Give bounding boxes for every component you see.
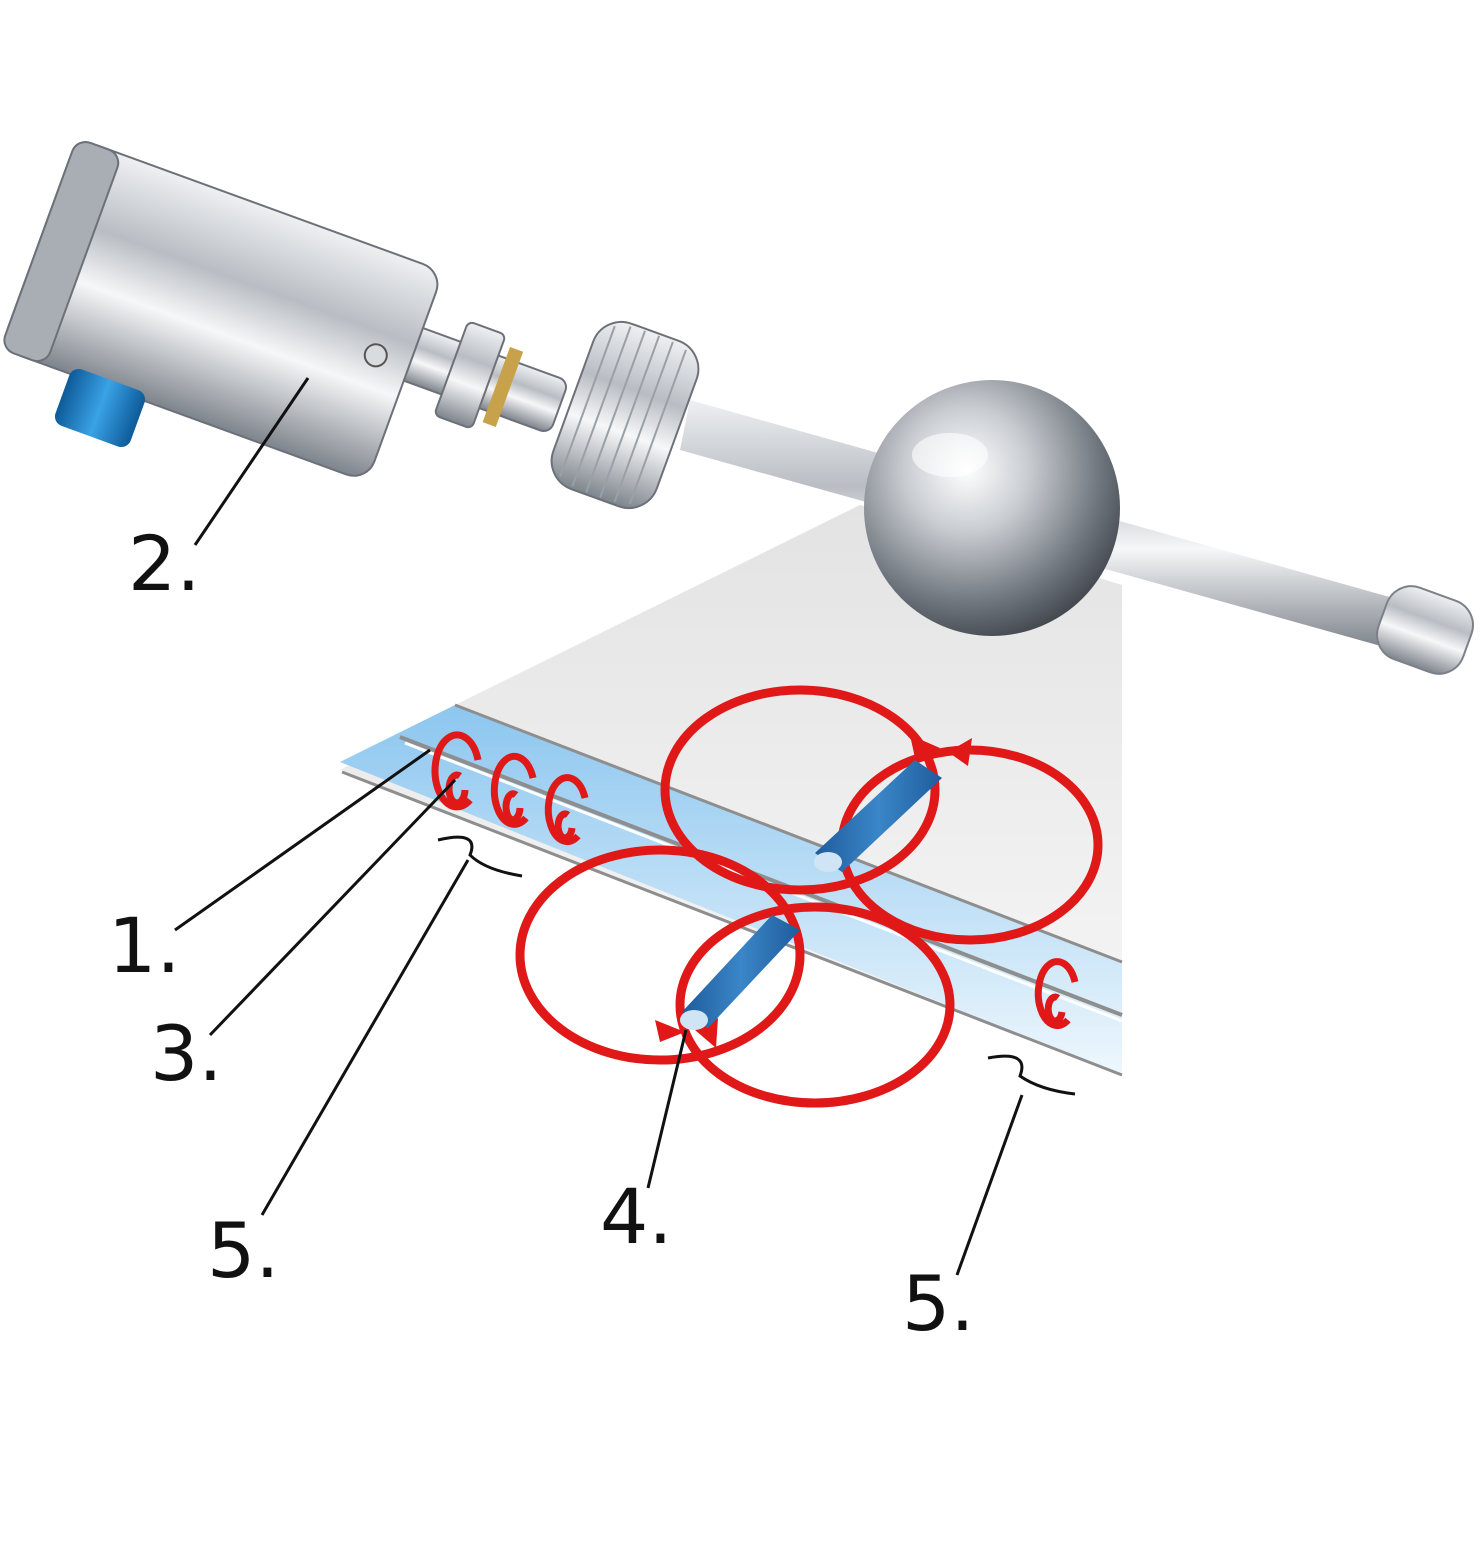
label-magnet: 4. bbox=[600, 1172, 673, 1261]
torsion-pulse-icons bbox=[431, 731, 1079, 1030]
field-arrowheads bbox=[655, 735, 972, 1048]
compression-fitting bbox=[372, 318, 568, 432]
leader-lines bbox=[174, 377, 1076, 1276]
circular-arrow-icon bbox=[431, 731, 482, 811]
circular-arrow-icon bbox=[1034, 958, 1079, 1030]
label-damping-zone-right: 5. bbox=[902, 1259, 975, 1348]
label-sensor-tube: 1. bbox=[108, 901, 181, 990]
magnetic-field-lines bbox=[515, 685, 1103, 1108]
transmitter-housing bbox=[3, 141, 439, 477]
label-housing: 2. bbox=[128, 519, 201, 608]
circular-arrow-icon bbox=[544, 774, 589, 846]
circular-arrow-icon bbox=[490, 752, 537, 828]
cable-gland bbox=[54, 368, 146, 448]
label-measuring-wire: 3. bbox=[150, 1009, 223, 1098]
ring-magnet bbox=[680, 760, 942, 1030]
float-ball bbox=[864, 380, 1120, 636]
label-damping-zone-left: 5. bbox=[207, 1206, 280, 1295]
knurled-adjusting-nut bbox=[550, 320, 700, 510]
